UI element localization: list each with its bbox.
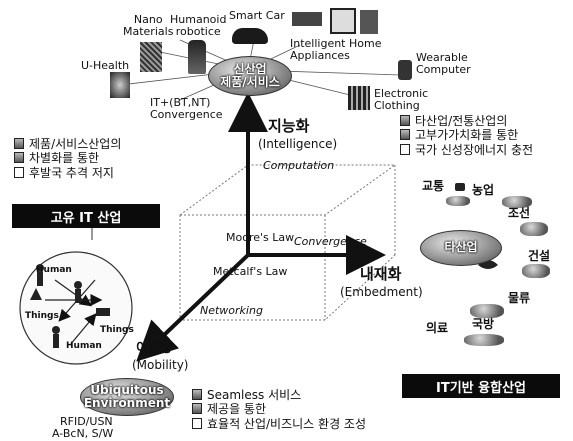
home-appliance-icon bbox=[360, 10, 378, 34]
nano-materials-icon bbox=[140, 42, 162, 72]
axis-up-note: Computation bbox=[263, 159, 335, 172]
moore-law-label: Moore's Law bbox=[226, 231, 295, 244]
industry-agriculture: 농업 bbox=[472, 183, 495, 197]
axis-right-label: 내재화 bbox=[360, 265, 402, 283]
home-appliance-icon bbox=[330, 8, 356, 34]
label-uhealth: U-Health bbox=[81, 59, 130, 72]
circle-label-human-bottom: Human bbox=[66, 341, 102, 351]
circle-label-things-right: Things bbox=[100, 325, 134, 335]
industry-shipbuilding: 조선 bbox=[508, 206, 531, 220]
industry-medical: 의료 bbox=[426, 321, 449, 335]
axis-up-label: 지능화 bbox=[268, 117, 310, 135]
convergence-label: Convergence bbox=[294, 235, 367, 248]
label-smart-car: Smart Car bbox=[229, 9, 285, 22]
abcn-sw-label: A-BcN, S/W bbox=[52, 427, 114, 440]
industry-construction: 건설 bbox=[528, 249, 551, 263]
other-industry-ellipse: 타산업 bbox=[420, 230, 502, 266]
left-bullet-list: 제품/서비스산업의 차별화를 통한 후발국 추격 저지 bbox=[14, 137, 121, 180]
rfid-usn-label: RFID/USN bbox=[60, 415, 113, 428]
metcalf-law-label: Metcalf's Law bbox=[213, 265, 288, 278]
axis-right-sublabel: (Embedment) bbox=[340, 285, 423, 299]
industry-transport: 교통 bbox=[422, 179, 445, 193]
axis-down-sublabel: (Mobility) bbox=[132, 358, 189, 372]
it-convergence-industry-box: IT기반 융합산업 bbox=[402, 374, 560, 398]
label-itbt: IT+(BT,NT)Convergence bbox=[150, 96, 223, 122]
axis-down-note: Networking bbox=[200, 304, 263, 317]
axis-down-label: 이동성 bbox=[136, 341, 172, 356]
axis-up-sublabel: (Intelligence) bbox=[258, 137, 338, 151]
circle-label-human-top: Human bbox=[36, 265, 72, 275]
right-bullet-list: 타산업/전통산업의 고부가가치화를 통한 국가 신성장에너지 충전 bbox=[400, 114, 533, 157]
humanoid-robot-icon bbox=[188, 40, 206, 74]
smart-car-icon bbox=[232, 28, 268, 44]
home-appliance-icon bbox=[292, 12, 322, 26]
axis-down bbox=[136, 253, 250, 362]
bottom-bullet-list: Seamless 서비스 제공을 통한 효율적 산업/비즈니스 환경 조성 bbox=[192, 388, 366, 431]
industry-logistics: 물류 bbox=[508, 291, 531, 305]
native-it-industry-box: 고유 IT 산업 bbox=[12, 204, 160, 228]
human-things-circle bbox=[19, 251, 133, 365]
electronic-clothing-icon bbox=[348, 86, 370, 110]
circle-label-things-left: Things bbox=[25, 311, 59, 321]
uhealth-icon bbox=[110, 72, 130, 98]
industry-defense: 국방 bbox=[472, 317, 495, 331]
wearable-computer-icon bbox=[398, 60, 412, 80]
